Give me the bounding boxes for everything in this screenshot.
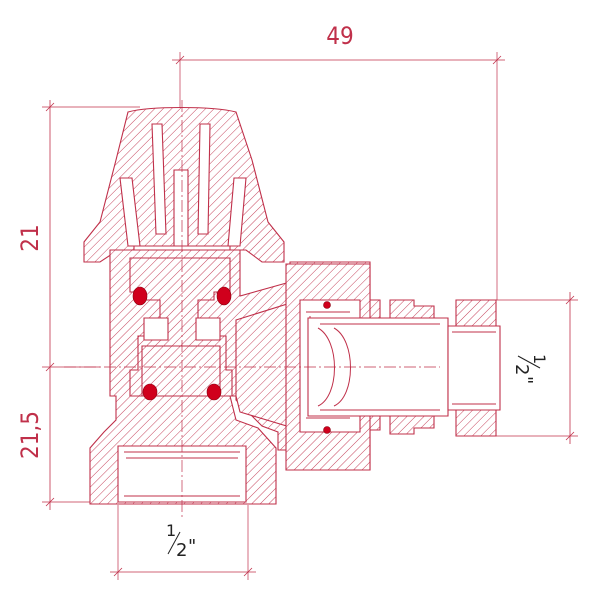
seal-upper-right bbox=[216, 286, 232, 306]
seal-upper-left bbox=[132, 286, 148, 306]
side-thread-mark: " bbox=[515, 376, 536, 384]
bottom-thread-denominator: 2 bbox=[176, 540, 187, 561]
dimension-bottom-thread: 1 2 " bbox=[110, 505, 256, 580]
center-lines bbox=[64, 100, 440, 520]
seal-lower-right bbox=[206, 383, 222, 401]
dimension-heights: 21 21,5 bbox=[16, 100, 140, 510]
dimension-label-height-top: 21 bbox=[16, 224, 44, 251]
seal-outlet-top bbox=[323, 301, 331, 309]
dimension-label-height-bottom: 21,5 bbox=[16, 411, 44, 459]
bottom-thread-whole: 1 bbox=[166, 521, 176, 540]
o-ring-seals bbox=[132, 286, 331, 434]
dimension-label-overall-width: 49 bbox=[326, 22, 353, 50]
valve-cap bbox=[83, 106, 285, 263]
dimension-side-thread: 1 2 " bbox=[490, 292, 578, 444]
dimension-overall-width: 49 bbox=[172, 22, 505, 300]
seal-lower-left bbox=[142, 383, 158, 401]
side-thread-denominator: 2 bbox=[511, 364, 532, 375]
bottom-thread-mark: " bbox=[188, 536, 196, 557]
side-thread-whole: 1 bbox=[530, 354, 549, 364]
seal-outlet-bottom bbox=[323, 426, 331, 434]
